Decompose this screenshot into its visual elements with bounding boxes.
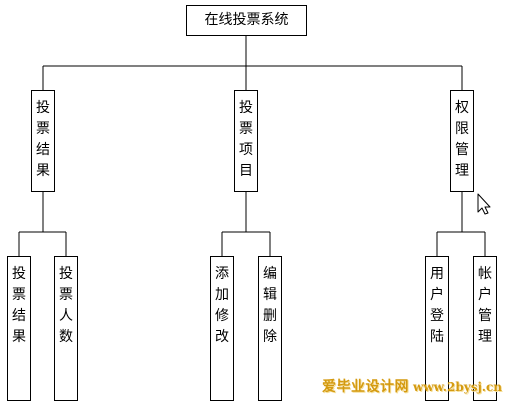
node-char: 用 (430, 266, 444, 282)
node-char: 除 (263, 329, 277, 345)
watermark-brand: 爱毕业设计网 (322, 379, 410, 395)
node-char: 删 (263, 308, 277, 324)
node-char: 管 (455, 142, 469, 158)
node-char: 果 (36, 163, 50, 179)
node-char: 编 (263, 266, 277, 282)
node-char: 添 (215, 266, 229, 282)
node-char: 票 (12, 287, 26, 303)
leaf-node-3-2: 帐 户 管 理 (473, 256, 497, 401)
node-char: 辑 (263, 287, 277, 303)
node-char: 帐 (478, 266, 492, 282)
node-char: 理 (455, 163, 469, 179)
node-char: 加 (215, 287, 229, 303)
node-char: 果 (12, 329, 26, 345)
node-char: 投 (12, 266, 26, 282)
leaf-node-3-1: 用 户 登 陆 (425, 256, 449, 401)
node-char: 陆 (430, 329, 444, 345)
node-char: 户 (478, 287, 492, 303)
module-node-1: 投 票 结 果 (31, 90, 55, 192)
node-char: 票 (239, 121, 253, 137)
node-char: 投 (36, 100, 50, 116)
node-char: 户 (430, 287, 444, 303)
node-char: 理 (478, 329, 492, 345)
node-char: 投 (59, 266, 73, 282)
module-node-3: 权 限 管 理 (450, 90, 474, 192)
leaf-node-2-2: 编 辑 删 除 (258, 256, 282, 401)
node-char: 票 (36, 121, 50, 137)
node-char: 权 (455, 100, 469, 116)
node-char: 目 (239, 163, 253, 179)
node-char: 数 (59, 329, 73, 345)
node-char: 结 (36, 142, 50, 158)
root-node: 在线投票系统 (186, 5, 307, 36)
mouse-cursor-icon (477, 193, 491, 215)
node-char: 人 (59, 308, 73, 324)
node-char: 管 (478, 308, 492, 324)
node-char: 限 (455, 121, 469, 137)
watermark-url: www.2bysj.cn (413, 380, 502, 394)
node-char: 修 (215, 308, 229, 324)
node-char: 投 (239, 100, 253, 116)
leaf-node-1-1: 投 票 结 果 (7, 256, 31, 401)
node-char: 登 (430, 308, 444, 324)
node-char: 项 (239, 142, 253, 158)
leaf-node-2-1: 添 加 修 改 (210, 256, 234, 401)
leaf-node-1-2: 投 票 人 数 (54, 256, 78, 401)
node-char: 结 (12, 308, 26, 324)
module-node-2: 投 票 项 目 (234, 90, 258, 192)
node-char: 票 (59, 287, 73, 303)
node-char: 改 (215, 329, 229, 345)
